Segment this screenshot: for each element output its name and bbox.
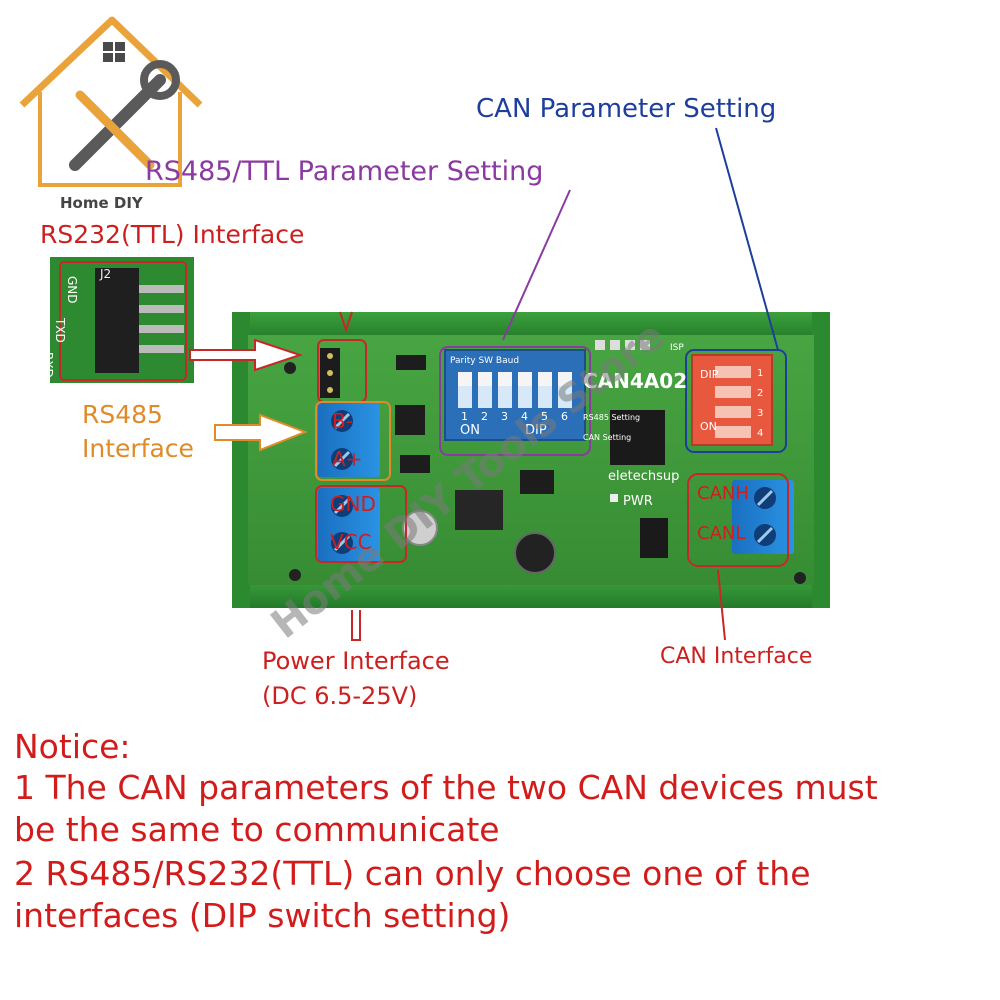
rs485-pin-a: A+	[332, 447, 363, 471]
power-label-line2: (DC 6.5-25V)	[262, 682, 418, 710]
rs232-arrow	[189, 338, 304, 372]
can-setting-highlight-box	[685, 349, 787, 453]
can-interface-label: CAN Interface	[660, 644, 813, 669]
dip-right-number: 4	[757, 428, 763, 439]
dip-left-number: 4	[521, 410, 528, 423]
notice-line-3: 2 RS485/RS232(TTL) can only choose one o…	[14, 854, 811, 893]
rs485-ttl-setting-label: RS485/TTL Parameter Setting	[145, 156, 544, 187]
can-interface-leader	[717, 569, 726, 641]
power-label-line1: Power Interface	[262, 647, 450, 675]
can-setting-label: CAN Parameter Setting	[476, 94, 777, 124]
mcu-chip	[610, 410, 665, 465]
regulator-chip	[455, 490, 503, 530]
notice-line-4: interfaces (DIP switch setting)	[14, 896, 511, 935]
isp-silk: ISP	[670, 343, 684, 353]
ttl-pin-rxd: RXD	[41, 352, 55, 378]
electrolytic-capacitor	[514, 532, 556, 574]
power-pin-gnd: GND	[330, 492, 376, 516]
dip-left-number: 1	[461, 410, 468, 423]
dip-right-number: 2	[757, 388, 763, 399]
dip-switch-can	[691, 354, 773, 446]
notice-title: Notice:	[14, 727, 131, 766]
can-pin-l: CANL	[697, 523, 746, 544]
rs485-setting-silk: RS485 Setting	[583, 413, 640, 422]
home-diy-logo	[19, 16, 203, 187]
dip-left-on: ON	[460, 423, 480, 438]
board-illustration: J2 CAN4A02 eletechsup PWR ISP ON DIP Par…	[19, 16, 830, 648]
dip-right-number: 3	[757, 408, 763, 419]
header-ref-label: J2	[99, 267, 111, 281]
power-highlight-box	[315, 485, 407, 563]
dip-left-label: DIP	[525, 423, 547, 438]
dip-left-number: 2	[481, 410, 488, 423]
dip-right-number: 1	[757, 368, 763, 379]
can-interface-highlight-box	[687, 473, 789, 567]
ttl-pin-txd: TXD	[53, 318, 67, 343]
notice-line-2: be the same to communicate	[14, 810, 500, 849]
capacitor	[402, 510, 438, 546]
dip-right-label: DIP	[700, 368, 719, 381]
dip-left-number: 6	[561, 410, 568, 423]
rs485-arrow	[214, 413, 308, 452]
screwdriver-icon	[75, 90, 155, 170]
can-terminal	[732, 480, 794, 554]
logo-caption: Home DIY	[60, 194, 143, 212]
dip-left-top-text: Parity SW Baud	[450, 356, 519, 366]
dip-switch-rs485	[444, 349, 586, 441]
dip-left-number: 3	[501, 410, 508, 423]
notice-line-1: 1 The CAN parameters of the two CAN devi…	[14, 768, 878, 807]
power-leader	[351, 610, 361, 641]
can-setting-silk: CAN Setting	[583, 433, 631, 442]
ttl-pin-gnd: GND	[65, 276, 79, 304]
brand-silk: eletechsup	[608, 469, 679, 484]
rs485-label-line1: RS485	[82, 400, 163, 429]
rs232-interface-label: RS232(TTL) Interface	[40, 220, 305, 249]
dip-right-on: ON	[700, 420, 717, 433]
ttl-header-inset	[50, 257, 194, 383]
model-silk: CAN4A02	[583, 369, 687, 393]
rs485-setting-leader	[502, 189, 571, 341]
wrench-icon	[69, 74, 166, 171]
rs485-label-line2: Interface	[82, 434, 194, 463]
rs485-pin-b: B-	[332, 409, 353, 433]
can-setting-leader	[715, 127, 779, 351]
rs485-highlight-box	[315, 401, 391, 481]
pwr-silk: PWR	[623, 494, 653, 509]
can-pin-h: CANH	[697, 483, 749, 504]
dip-left-number: 5	[541, 410, 548, 423]
rs485-setting-highlight-box	[439, 346, 591, 456]
power-pin-vcc: VCC	[330, 530, 372, 554]
